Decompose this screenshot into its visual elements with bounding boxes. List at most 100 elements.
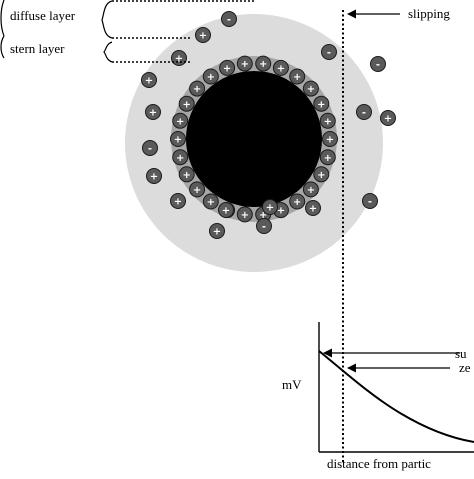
ion-circle: [202, 68, 219, 85]
ion-circle: [178, 95, 195, 112]
ion-circle: [302, 181, 319, 198]
diffuse-layer-label: diffuse layer: [10, 8, 76, 23]
plus-sign: +: [145, 76, 153, 87]
ion-circle: [356, 104, 372, 120]
ion-circle: [146, 168, 162, 184]
ion-circle: [170, 131, 186, 147]
plus-sign: +: [293, 197, 301, 208]
ion-circle: [236, 206, 253, 223]
ion-circle: [289, 68, 306, 85]
positive-ion: +: [319, 149, 336, 166]
positive-ion: +: [146, 168, 162, 184]
positive-ion: +: [322, 131, 338, 147]
negative-ion: -: [370, 56, 386, 72]
plus-sign: +: [174, 197, 182, 208]
plus-sign: +: [293, 72, 301, 83]
positive-ion: +: [218, 202, 234, 218]
ion-circle: [189, 181, 206, 198]
plus-sign: +: [317, 170, 325, 181]
ion-circle: [142, 140, 158, 156]
positive-ion: +: [171, 50, 187, 66]
particle: [186, 71, 322, 207]
plus-sign: +: [324, 116, 332, 127]
ion-circle: [221, 11, 237, 27]
minus-sign: -: [227, 15, 231, 26]
plus-sign: +: [324, 153, 332, 164]
plus-sign: +: [183, 170, 191, 181]
left-bracket-lower: [0, 35, 5, 59]
plus-sign: +: [309, 204, 317, 215]
plus-sign: +: [277, 64, 285, 75]
positive-ion: +: [172, 149, 189, 166]
minus-sign: -: [327, 48, 331, 59]
plus-sign: +: [176, 116, 184, 127]
positive-ion: +: [305, 200, 321, 216]
surface-potential-label: su: [455, 346, 467, 361]
plus-sign: +: [150, 172, 158, 183]
positive-ion: +: [262, 199, 278, 215]
plus-sign: +: [193, 84, 201, 95]
ion-circle: [313, 95, 330, 112]
plus-sign: +: [213, 227, 221, 238]
positive-ion: +: [195, 27, 211, 43]
plus-sign: +: [183, 99, 191, 110]
positive-ion: +: [145, 104, 161, 120]
ion-circle: [319, 112, 336, 129]
plus-sign: +: [259, 59, 267, 70]
positive-ion: +: [236, 206, 253, 223]
minus-sign: -: [362, 108, 366, 119]
positive-ion: +: [178, 95, 195, 112]
negative-ion: -: [142, 140, 158, 156]
positive-ion: +: [172, 112, 189, 129]
positive-ion: +: [189, 181, 206, 198]
ion-circle: [189, 80, 206, 97]
plus-sign: +: [149, 108, 157, 119]
ion-circle: [322, 131, 338, 147]
ion-circle: [262, 199, 278, 215]
ion-circle: [319, 149, 336, 166]
plus-sign: +: [175, 54, 183, 65]
ion-circle: [362, 193, 378, 209]
positive-ion: +: [236, 55, 253, 72]
ion-circle: [209, 223, 225, 239]
ion-circle: [178, 166, 195, 183]
positive-ion: +: [380, 110, 396, 126]
ion-circle: [302, 80, 319, 97]
plus-sign: +: [223, 64, 231, 75]
positive-ion: +: [141, 72, 157, 88]
positive-ion: +: [178, 166, 195, 183]
minus-sign: -: [148, 144, 152, 155]
ion-circle: [321, 44, 337, 60]
negative-ion: -: [221, 11, 237, 27]
plus-sign: +: [222, 206, 230, 217]
positive-ion: +: [313, 166, 330, 183]
positive-ion: +: [219, 59, 236, 76]
positive-ion: +: [202, 68, 219, 85]
negative-ion: -: [256, 218, 272, 234]
plus-sign: +: [241, 59, 249, 70]
plus-sign: +: [176, 153, 184, 164]
positive-ion: +: [170, 131, 186, 147]
x-axis-label: distance from partic: [327, 456, 431, 471]
ion-circle: [218, 202, 234, 218]
positive-ion: +: [302, 181, 319, 198]
positive-ion: +: [189, 80, 206, 97]
ion-circle: [289, 193, 306, 210]
ion-circle: [380, 110, 396, 126]
ion-circle: [255, 55, 272, 72]
ion-circle: [195, 27, 211, 43]
ion-circle: [202, 193, 219, 210]
plus-sign: +: [307, 185, 315, 196]
ion-circle: [219, 59, 236, 76]
plus-sign: +: [241, 210, 249, 221]
plus-sign: +: [266, 203, 274, 214]
positive-ion: +: [255, 55, 272, 72]
stern-layer-bracket: [103, 41, 113, 63]
negative-ion: -: [362, 193, 378, 209]
ion-circle: [236, 55, 253, 72]
positive-ion: +: [170, 193, 186, 209]
negative-ion: -: [321, 44, 337, 60]
minus-sign: -: [368, 197, 372, 208]
plus-sign: +: [193, 185, 201, 196]
y-axis-label: mV: [282, 377, 302, 392]
